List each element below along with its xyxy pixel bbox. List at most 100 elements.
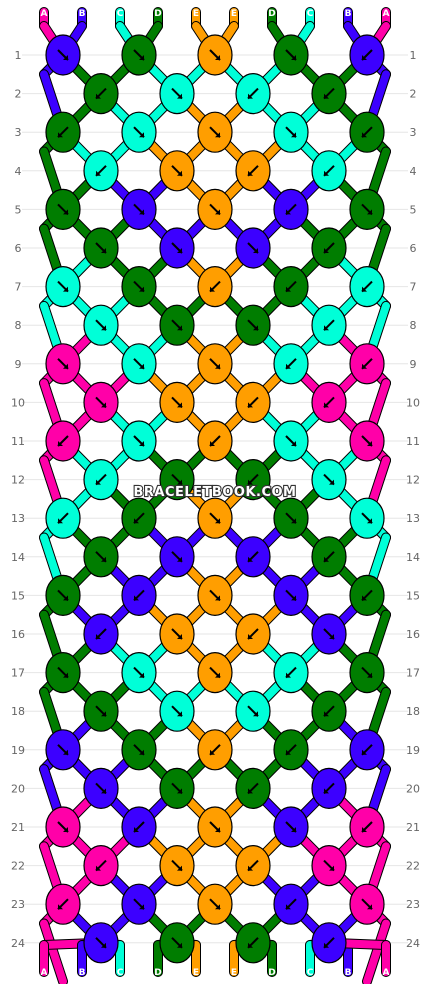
row-number-left: 7	[15, 281, 22, 294]
strand-label-top: B	[79, 9, 86, 19]
arrow-head-icon	[248, 788, 253, 794]
knot	[311, 767, 347, 810]
knot	[121, 651, 157, 694]
knot	[235, 150, 271, 192]
arrow-head-icon	[177, 170, 182, 176]
arrow-head-icon	[291, 518, 296, 524]
row-number-left: 22	[11, 860, 25, 873]
arrow-head-icon	[177, 479, 182, 485]
knot	[311, 844, 347, 887]
row-number-left: 2	[15, 88, 22, 101]
knot	[159, 459, 195, 501]
arrow-head-icon	[63, 749, 68, 755]
arrow-head-icon	[177, 325, 182, 331]
knot	[159, 381, 195, 423]
strand-segment	[40, 919, 67, 984]
knot	[273, 420, 309, 462]
knot	[273, 651, 309, 694]
arrow-head-icon	[177, 942, 182, 948]
knot	[197, 729, 233, 771]
strand-label-bottom: B	[79, 968, 86, 978]
row-number-left: 21	[11, 821, 25, 834]
knot	[121, 574, 157, 617]
arrow-head-icon	[248, 634, 253, 639]
arrow-head-icon	[367, 904, 372, 910]
knot	[235, 227, 271, 269]
arrow-head-icon	[215, 672, 220, 678]
knot	[121, 343, 157, 385]
arrow-head-icon	[324, 170, 329, 176]
knot	[349, 729, 385, 771]
row-number-left: 10	[11, 396, 25, 409]
row-number-right: 7	[410, 281, 417, 294]
strand-segment	[363, 919, 390, 984]
strand-label-top: A	[41, 9, 48, 19]
arrow-head-icon	[96, 93, 101, 99]
knot	[273, 574, 309, 617]
knot	[197, 883, 233, 925]
arrow-head-icon	[96, 479, 101, 485]
arrow-head-icon	[58, 518, 63, 524]
knot	[45, 420, 81, 462]
knot	[273, 729, 309, 771]
knot	[159, 304, 195, 346]
knot	[311, 304, 347, 346]
row-number-right: 17	[406, 667, 420, 680]
knot	[349, 343, 385, 385]
arrow-head-icon	[58, 441, 63, 446]
knot	[349, 188, 385, 230]
arrow-head-icon	[139, 441, 144, 446]
row-number-right: 3	[410, 126, 417, 139]
arrow-head-icon	[139, 749, 144, 755]
arrow-head-icon	[286, 749, 291, 755]
knot	[235, 767, 271, 810]
row-number-right: 24	[406, 937, 420, 950]
strand-label-bottom: D	[154, 968, 161, 978]
arrow-head-icon	[329, 479, 334, 485]
strand-label-bottom: E	[193, 968, 199, 978]
row-number-left: 17	[11, 667, 25, 680]
arrow-head-icon	[210, 286, 215, 292]
row-number-right: 18	[406, 705, 420, 718]
row-number-left: 14	[11, 551, 25, 564]
knot	[121, 111, 157, 153]
arrow-head-icon	[101, 556, 106, 562]
knot	[311, 459, 347, 501]
knot-grid	[45, 34, 385, 964]
knot	[83, 227, 119, 269]
knot	[349, 111, 385, 153]
arrow-head-icon	[362, 132, 367, 138]
row-number-right: 5	[410, 203, 417, 216]
arrow-head-icon	[291, 55, 296, 60]
arrow-head-icon	[101, 402, 106, 408]
knot	[311, 613, 347, 655]
strand-label-bottom: A	[383, 968, 390, 978]
row-number-right: 23	[406, 898, 420, 911]
knot	[121, 497, 157, 539]
arrow-head-icon	[139, 209, 144, 215]
arrow-head-icon	[63, 209, 68, 215]
knot	[197, 806, 233, 848]
row-number-right: 13	[406, 512, 420, 525]
knot	[159, 227, 195, 269]
knot	[45, 651, 81, 694]
arrow-head-icon	[367, 441, 372, 446]
knot	[273, 111, 309, 153]
arrow-head-icon	[248, 942, 253, 948]
arrow-head-icon	[210, 749, 215, 755]
strand-label-top: B	[345, 9, 352, 19]
arrow-head-icon	[248, 556, 253, 562]
arrow-head-icon	[215, 363, 220, 369]
row-number-right: 22	[406, 860, 420, 873]
arrow-head-icon	[139, 672, 144, 678]
row-number-right: 11	[406, 435, 420, 448]
knot	[311, 72, 347, 115]
arrow-head-icon	[367, 209, 372, 215]
arrow-head-icon	[253, 325, 258, 331]
knot	[83, 72, 119, 115]
arrow-head-icon	[291, 132, 296, 138]
arrow-head-icon	[324, 93, 329, 99]
knot	[121, 34, 157, 76]
knot	[45, 883, 81, 925]
